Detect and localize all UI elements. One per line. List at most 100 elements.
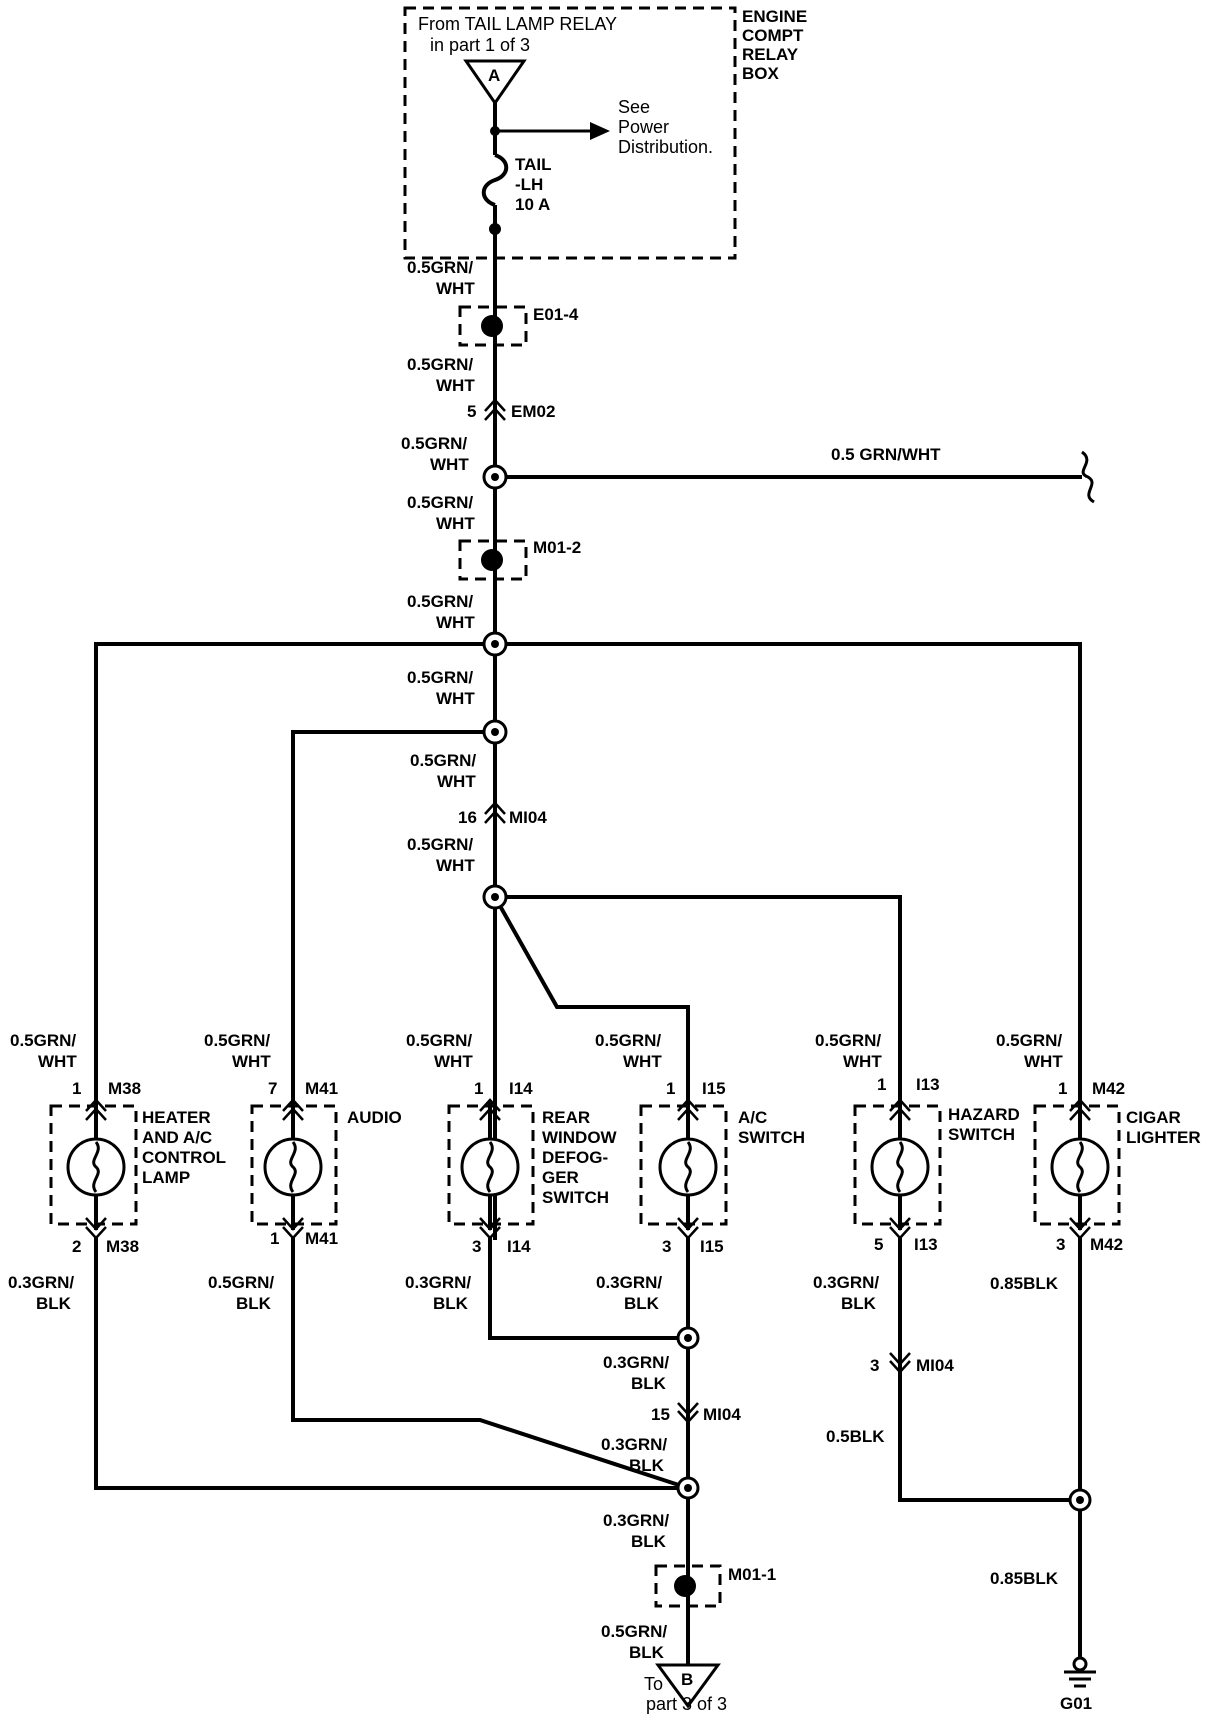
wire-label-5b: WHT: [436, 613, 475, 632]
heater-conn-in: M38: [108, 1079, 141, 1098]
cigar-name-2: LIGHTER: [1126, 1128, 1201, 1147]
relay-box-outline: [403, 6, 737, 260]
ac-top-wire-b: WHT: [623, 1052, 662, 1071]
cigar-conn-in: M42: [1092, 1079, 1125, 1098]
hazard-conn-in: I13: [916, 1075, 940, 1094]
heater-top-wire-b: WHT: [38, 1052, 77, 1071]
hazard-filament-icon: [896, 1141, 904, 1193]
cigar-pin-out: 3: [1056, 1235, 1065, 1254]
wire-label-8a: 0.5GRN/: [407, 835, 473, 854]
heater-bot-wire-a: 0.3GRN/: [8, 1273, 74, 1292]
cigar-name-1: CIGAR: [1126, 1108, 1181, 1127]
audio-top-wire-b: WHT: [232, 1052, 271, 1071]
splice-e01-box: [458, 305, 528, 347]
gnd-wire-2b: BLK: [629, 1456, 665, 1475]
gnd-wire-3a: 0.3GRN/: [603, 1511, 669, 1530]
ac-top-wire-a: 0.5GRN/: [595, 1031, 661, 1050]
hazard-bot-wire-a: 0.3GRN/: [813, 1273, 879, 1292]
mi04-right-label: MI04: [916, 1356, 954, 1375]
heater-name-3: CONTROL: [142, 1148, 226, 1167]
wire-label-1b: WHT: [436, 279, 475, 298]
defog-conn-in: I14: [509, 1079, 533, 1098]
splice-e01: [481, 315, 503, 337]
see-label-3: Distribution.: [618, 137, 713, 157]
ac-conn-in: I15: [702, 1079, 726, 1098]
hazard-bot-wire-b: BLK: [841, 1294, 877, 1313]
defog-pin-out: 3: [472, 1237, 481, 1256]
hazard-top-wire-a: 0.5GRN/: [815, 1031, 881, 1050]
ac-name-2: SWITCH: [738, 1128, 805, 1147]
connector-a-label: A: [488, 66, 500, 85]
gnd-wire-3b: BLK: [631, 1532, 667, 1551]
heater-box: [49, 1104, 138, 1226]
see-arrow: [590, 122, 610, 140]
relay-box-name-4: BOX: [742, 64, 780, 83]
branch-right-label: 0.5 GRN/WHT: [831, 445, 941, 464]
splice-m01-2-label: M01-2: [533, 538, 581, 557]
wire-label-3b: WHT: [430, 455, 469, 474]
ac-feed-wire: [493, 896, 690, 1100]
defog-bot-wire-b: BLK: [433, 1294, 469, 1313]
audio-feed-wire: [291, 730, 495, 1100]
audio-conn-out: M41: [305, 1229, 338, 1248]
audio-pin-in: 7: [268, 1079, 277, 1098]
component-cigar-lighter: 0.5GRN/ WHT 1 M42 CIGAR LIGHTER 3 M42 0.…: [990, 1031, 1201, 1293]
mi04-mid-pin: 15: [651, 1405, 670, 1424]
ground-wire-label: 0.85BLK: [990, 1569, 1059, 1588]
ac-pin-out: 3: [662, 1237, 671, 1256]
hazard-conn-out: I13: [914, 1235, 938, 1254]
component-heater-lamp: 0.5GRN/ WHT 1 M38 HEATER AND A/C CONTROL…: [8, 1031, 226, 1313]
wire-label-6b: WHT: [436, 689, 475, 708]
ac-bot-wire-b: BLK: [624, 1294, 660, 1313]
fuse-label-1: TAIL: [515, 155, 552, 174]
wire-label-6a: 0.5GRN/: [407, 668, 473, 687]
fuse-label-3: 10 A: [515, 195, 550, 214]
cigar-top-wire-a: 0.5GRN/: [996, 1031, 1062, 1050]
hazard-return-wire: [898, 1238, 1080, 1502]
relay-box-name-1: ENGINE: [742, 7, 807, 26]
splice-m01-2: [481, 549, 503, 571]
defog-name-5: SWITCH: [542, 1188, 609, 1207]
splice-m01-1-label: M01-1: [728, 1565, 776, 1584]
engine-relay-box: From TAIL LAMP RELAY in part 1 of 3 ENGI…: [403, 6, 807, 260]
ac-filament-icon: [684, 1141, 692, 1193]
mi04-top-label: MI04: [509, 808, 547, 827]
ground-icon: [1064, 1656, 1096, 1688]
relay-box-name-2: COMPT: [742, 26, 804, 45]
heater-filament-icon: [92, 1141, 100, 1193]
fuse-icon: [481, 153, 509, 207]
defog-filament-icon: [486, 1141, 494, 1193]
hazard-pin-out: 5: [874, 1235, 883, 1254]
break-icon: [1080, 450, 1095, 504]
cigar-pin-in: 1: [1058, 1079, 1067, 1098]
to-label: To: [644, 1674, 663, 1694]
heater-pin-out: 2: [72, 1237, 81, 1256]
hazard-feed-wire: [495, 895, 902, 1100]
mi04-mid-connector: 15 MI04: [651, 1402, 741, 1424]
defog-bot-wire-a: 0.3GRN/: [405, 1273, 471, 1292]
wire-label-5a: 0.5GRN/: [407, 592, 473, 611]
ground-label: G01: [1060, 1694, 1092, 1713]
defog-top-wire-a: 0.5GRN/: [406, 1031, 472, 1050]
see-label-1: See: [618, 97, 650, 117]
defog-name-2: WINDOW: [542, 1128, 618, 1147]
hazard-top-wire-b: WHT: [843, 1052, 882, 1071]
splice-m01-1-box: [654, 1564, 722, 1608]
hazard-lower-wire: 0.5BLK: [826, 1427, 885, 1446]
mi04-mid-label: MI04: [703, 1405, 741, 1424]
wire-label-7b: WHT: [437, 772, 476, 791]
defog-top-wire-b: WHT: [434, 1052, 473, 1071]
gnd-wire-1a: 0.3GRN/: [603, 1353, 669, 1372]
heater-name-4: LAMP: [142, 1168, 190, 1187]
see-label-2: Power: [618, 117, 669, 137]
defog-pin-in: 1: [474, 1079, 483, 1098]
gnd-wire-1b: BLK: [631, 1374, 667, 1393]
connector-b-triangle: [655, 1663, 721, 1709]
hazard-pin-in: 1: [877, 1075, 886, 1094]
heater-return-wire: [94, 1238, 688, 1490]
audio-name-1: AUDIO: [347, 1108, 402, 1127]
fuse-label-2: -LH: [515, 175, 543, 194]
defog-return-wire: [488, 1238, 688, 1340]
splice-e01-label: E01-4: [533, 305, 579, 324]
ac-pin-in: 1: [666, 1079, 675, 1098]
